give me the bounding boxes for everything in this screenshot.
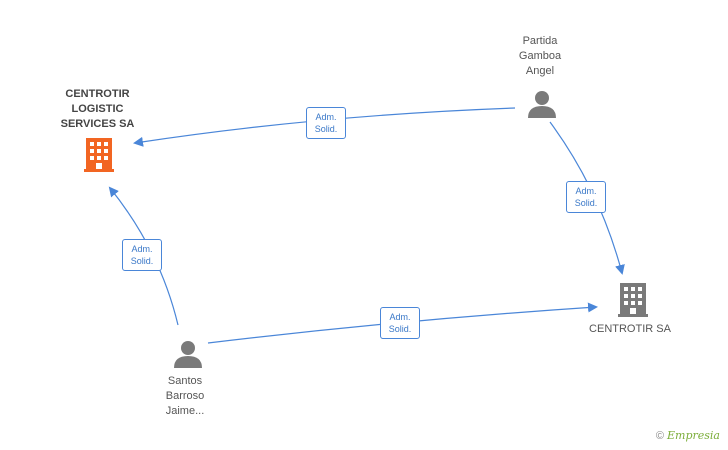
edge-label-adm-solid[interactable]: Adm. Solid. <box>306 107 346 139</box>
edge-label-line2: Solid. <box>130 256 154 266</box>
edge-label-line1: Adm. <box>575 186 597 196</box>
node-label-centrotir-logistic[interactable]: CENTROTIR LOGISTIC SERVICES SA <box>60 88 135 130</box>
building-icon[interactable] <box>618 283 648 317</box>
edge-label-line1: Adm. <box>315 112 337 122</box>
brand-logo[interactable]: Empresia <box>667 429 720 442</box>
edge-label-line2: Solid. <box>574 198 598 208</box>
copyright-icon: © <box>655 430 664 442</box>
footer-credit: © Empresia <box>656 429 720 442</box>
person-icon[interactable] <box>528 91 556 118</box>
node-label-santos[interactable]: Santos Barroso Jaime... <box>165 375 205 417</box>
node-label-centrotir-sa[interactable]: CENTROTIR SA <box>589 323 671 335</box>
node-label-partida[interactable]: Partida Gamboa Angel <box>518 35 562 77</box>
building-icon[interactable] <box>84 138 114 172</box>
edge-label-line2: Solid. <box>388 324 412 334</box>
edge-label-line2: Solid. <box>314 124 338 134</box>
edge-label-adm-solid[interactable]: Adm. Solid. <box>380 307 420 339</box>
edge-label-adm-solid[interactable]: Adm. Solid. <box>122 239 162 271</box>
edge-label-line1: Adm. <box>131 244 153 254</box>
edge-label-adm-solid[interactable]: Adm. Solid. <box>566 181 606 213</box>
edge-label-line1: Adm. <box>389 312 411 322</box>
person-icon[interactable] <box>174 341 202 368</box>
